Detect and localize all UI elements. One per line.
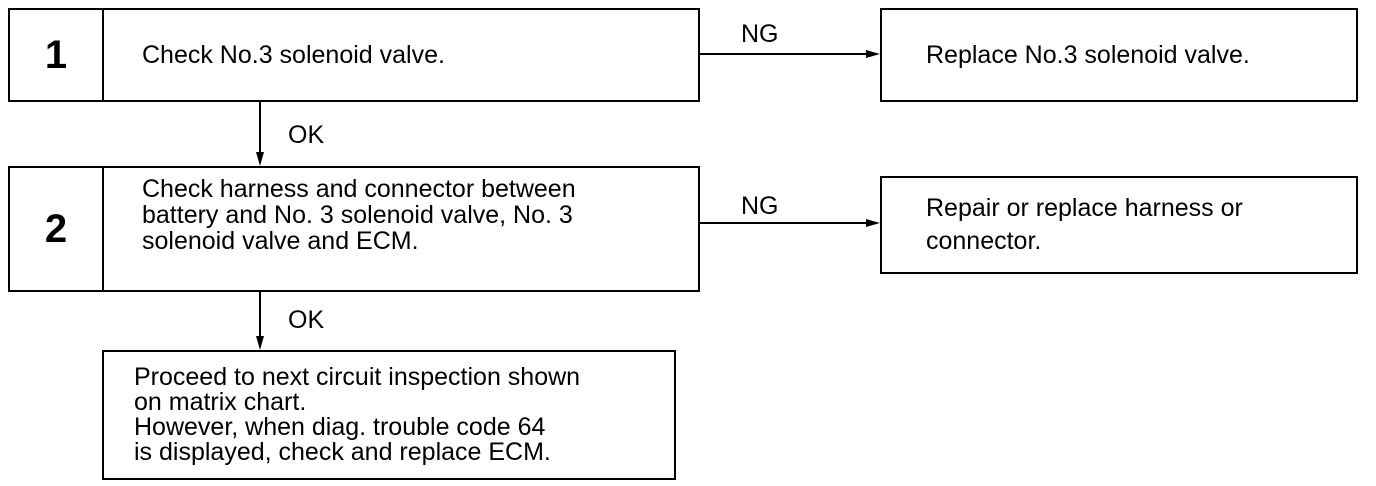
step-1-box: 1 Check No.3 solenoid valve. xyxy=(8,8,700,102)
ok-arrowhead-1 xyxy=(256,152,264,166)
step-2-ok-label: OK xyxy=(288,306,325,334)
step-2-number: 2 xyxy=(10,168,104,290)
step-2-text: Check harness and connector between batt… xyxy=(142,175,576,255)
step-2-box: 2 Check harness and connector between ba… xyxy=(8,166,700,292)
step-1-ng-label: NG xyxy=(741,20,779,48)
ok-arrowhead-2 xyxy=(256,336,264,350)
final-instruction-box: Proceed to next circuit inspection shown… xyxy=(102,350,676,480)
step-2-ng-label: NG xyxy=(741,192,779,220)
step-1-text: Check No.3 solenoid valve. xyxy=(142,41,445,69)
step-1-number: 1 xyxy=(10,10,104,100)
ng-arrowhead-2 xyxy=(866,219,880,227)
step-1-ok-label: OK xyxy=(288,121,325,149)
ng-arrowhead-1 xyxy=(866,50,880,58)
step-1-ng-action: Replace No.3 solenoid valve. xyxy=(880,8,1358,102)
step-2-ng-action: Repair or replace harness or connector. xyxy=(880,176,1358,274)
